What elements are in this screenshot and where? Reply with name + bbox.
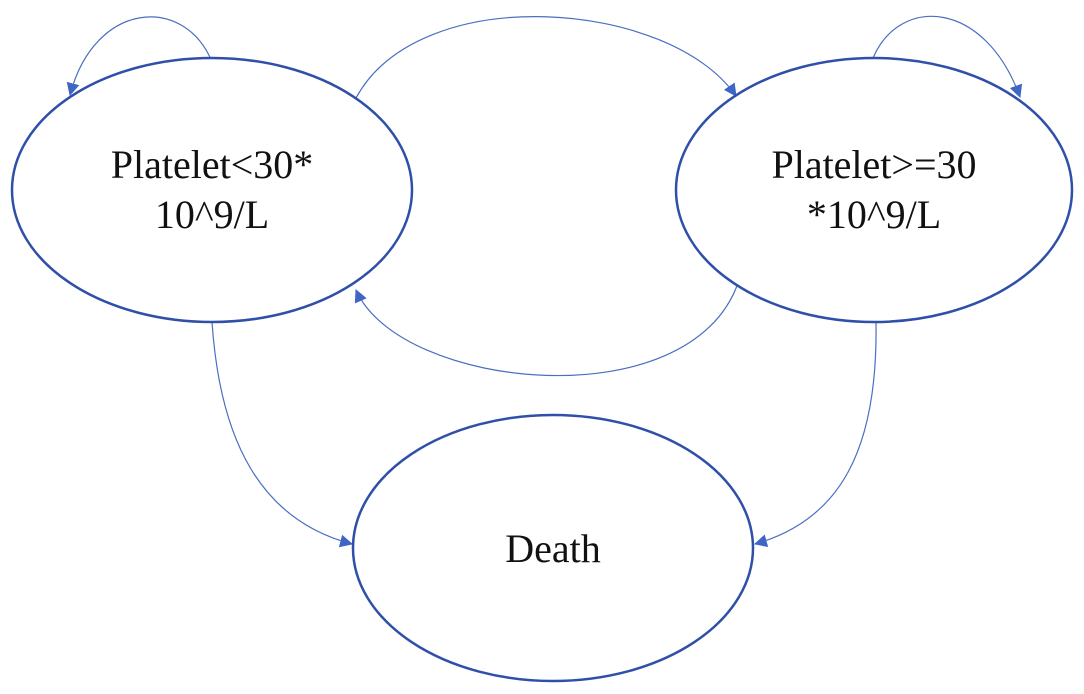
state-low-platelet-ellipse [10, 56, 414, 324]
state-death: Death [351, 413, 755, 683]
state-low-platelet-label-line2: 10^9/L [155, 192, 269, 237]
state-high-platelet-label-line1: Platelet>=30 [771, 142, 976, 187]
state-low-platelet-label-line1: Platelet<30* [111, 142, 314, 187]
state-high-platelet: Platelet>=30 *10^9/L [674, 56, 1074, 324]
edge-high-to-low [354, 282, 739, 377]
state-high-platelet-label-line2: *10^9/L [807, 192, 941, 237]
edge-high-to-death [753, 321, 877, 548]
self-loop-high-edge [872, 15, 1023, 99]
state-death-label: Death [505, 526, 601, 571]
self-loop-low-edge [66, 16, 213, 97]
state-death-ellipse [351, 413, 755, 683]
state-low-platelet: Platelet<30* 10^9/L [10, 56, 414, 324]
edge-low-to-death [211, 321, 354, 548]
state-high-platelet-ellipse [674, 56, 1074, 324]
edge-low-to-high [355, 16, 737, 99]
